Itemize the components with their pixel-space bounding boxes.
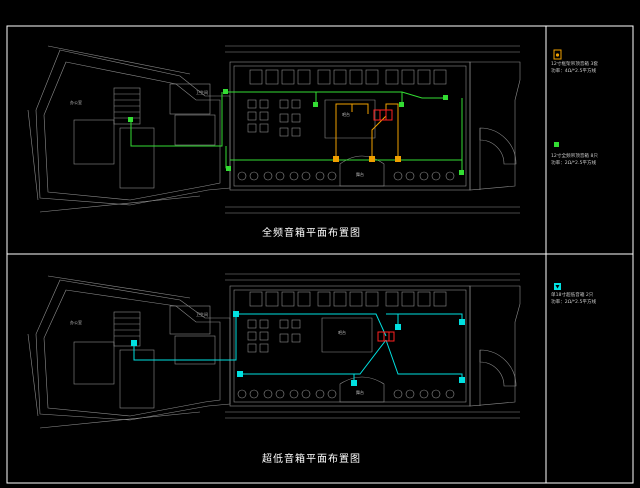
legend-framed-speaker-line1: 12寸框架吊顶音箱 3套 [551,62,598,67]
legend-framed-speaker-icon [553,49,562,60]
bottom-plan-title: 超低音箱平面布置图 [262,454,361,465]
bottom-subwoofer-speakers [131,311,465,386]
legend-fullrange-speaker-line1: 12寸全频吊顶音箱 8只 [551,154,598,159]
legend-fullrange-speaker-icon [554,142,559,147]
top-office-label: 办公室 [70,100,82,105]
bottom-wc-label: 卫生间 [196,312,208,317]
top-amplifier-rack [373,109,393,121]
top-stage-label: 舞台 [356,172,364,177]
top-fullrange-speakers [128,89,464,175]
bottom-office-label: 办公室 [70,320,82,325]
bottom-stage-label: 舞台 [356,390,364,395]
legend-fullrange-speaker-line2: 功率：2Ω/*2.5平方线 [551,161,597,166]
top-bar-label: 吧台 [342,112,350,117]
top-framed-speakers [333,156,401,162]
legend-subwoofer-line1: 单18寸超低音箱 2只 [551,293,594,298]
bottom-floor-plan [27,273,521,429]
legend-subwoofer-line2: 功率：2Ω/*2.5平方线 [551,300,597,305]
legend-framed-speaker-line2: 功率：4Ω/*2.5平方线 [551,69,597,74]
top-wc-label: 卫生间 [196,90,208,95]
bottom-amplifier-rack [377,331,395,342]
top-fullrange-cabling [130,91,463,172]
bottom-subwoofer-cabling [133,313,463,382]
top-framed-cabling [335,103,399,158]
legend-subwoofer-icon [554,283,561,290]
top-floor-plan [27,45,521,214]
bottom-bar-label: 吧台 [338,330,346,335]
top-plan-title: 全频音箱平面布置图 [262,228,361,239]
